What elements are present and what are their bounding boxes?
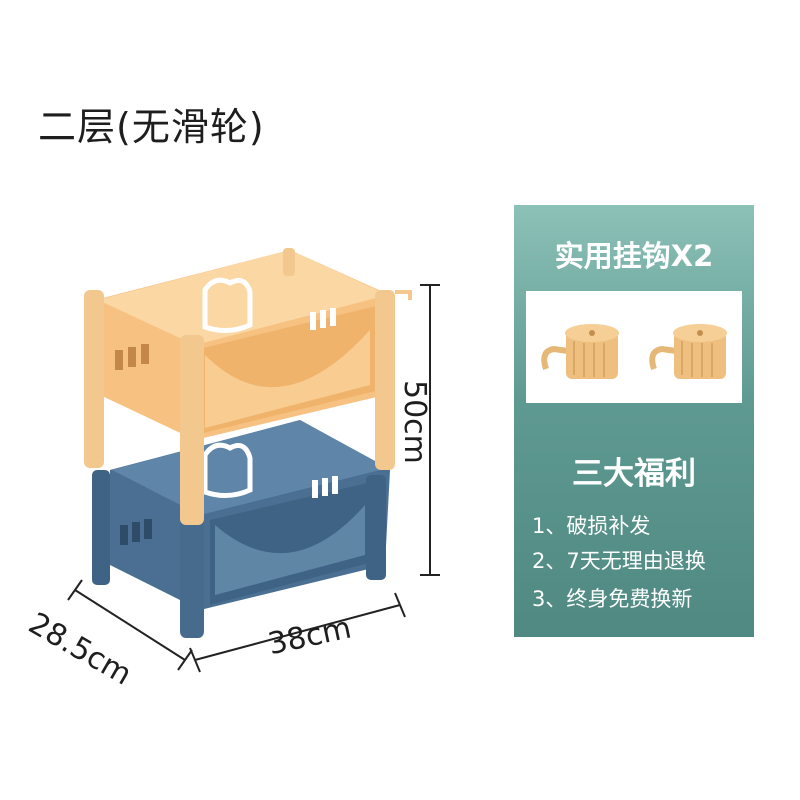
leg-orange-right bbox=[375, 290, 395, 470]
height-label: 50cm bbox=[397, 380, 432, 464]
leg-orange-front-left bbox=[180, 335, 204, 525]
blue-tier-basket bbox=[110, 420, 390, 610]
width-dimension-line bbox=[194, 604, 401, 661]
leg-orange-back-left bbox=[84, 290, 104, 468]
leg-blue-back-left bbox=[92, 470, 110, 585]
page-title: 二层(无滑轮) bbox=[38, 105, 265, 149]
leg-blue-front-left bbox=[180, 510, 204, 638]
hook-icon bbox=[649, 324, 727, 379]
benefit-item: 3、终身免费换新 bbox=[532, 587, 693, 611]
depth-dimension-line bbox=[74, 589, 186, 661]
hook-icon bbox=[541, 324, 619, 379]
hooks-image-box bbox=[526, 291, 742, 403]
hooks-title: 实用挂钩X2 bbox=[554, 239, 714, 273]
leg-blue-right bbox=[366, 475, 386, 580]
orange-tier-basket bbox=[95, 250, 390, 440]
hooks-illustration bbox=[541, 324, 727, 379]
benefit-item: 1、破损补发 bbox=[532, 514, 651, 538]
benefits-panel: 实用挂钩X2 三大福 bbox=[514, 205, 754, 637]
side-hook-icon bbox=[395, 290, 412, 300]
benefits-title: 三大福利 bbox=[572, 456, 696, 492]
benefit-item: 2、7天无理由退换 bbox=[532, 549, 706, 573]
